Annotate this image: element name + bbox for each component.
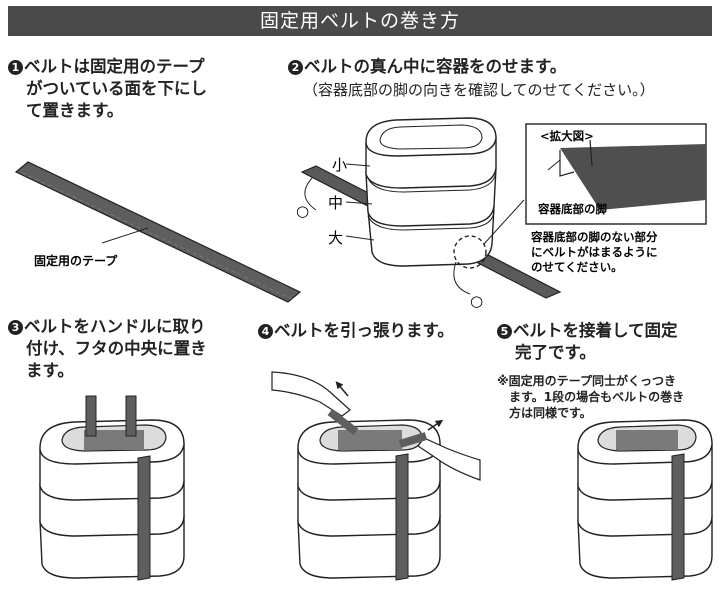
step-4-line-1: ベルトを引っ張ります。 <box>274 321 454 340</box>
leg-note-line-3: のせてください。 <box>531 260 623 274</box>
tape-label: 固定用のテープ <box>34 253 118 268</box>
step-3-container-illustration <box>39 395 185 581</box>
step-1-number: 1 <box>8 60 23 75</box>
step-2-container-illustration <box>300 117 707 299</box>
page-title: 固定用ベルトの巻き方 <box>8 6 712 36</box>
circle-mark-left: ○ <box>296 202 309 220</box>
size-small-label: 小 <box>332 156 347 174</box>
step-1-belt-illustration <box>14 161 302 303</box>
step-4-container-illustration <box>271 371 481 581</box>
step-5-note: ※固定用のテープ同士がくっつき ます。1段の場合もベルトの巻き 方は同様です。 <box>497 373 719 421</box>
zoom-circle <box>453 235 487 269</box>
step-3-line-2: 付け、フタの中央に置き <box>26 339 207 358</box>
zoom-label: <拡大図> <box>540 129 594 143</box>
step-1-line-1: ベルトは固定用のテープ <box>24 57 205 76</box>
step-2-line-1: ベルトの真ん中に容器をのせます。 <box>304 57 567 76</box>
step-1-line-2: がついている面を下にし <box>26 79 208 98</box>
step-2-number: 2 <box>288 60 303 75</box>
step-3-line-3: ます。 <box>26 361 74 380</box>
leg-note-line-2: にベルトがはまるように <box>531 245 658 259</box>
step-5-note-line-3: 方は同様です。 <box>509 406 592 420</box>
step-2-subnote: （容器底部の脚の向きを確認してのせてください。） <box>303 81 655 99</box>
left-hand <box>271 371 351 417</box>
step-5-line-2: 完了です。 <box>515 343 596 362</box>
step-5-line-1: ベルトを接着して固定 <box>513 321 678 340</box>
circle-mark-bottom: ○ <box>470 292 483 310</box>
step-5-number: 5 <box>497 324 512 339</box>
step-5-container-illustration <box>577 419 713 581</box>
size-large-label: 大 <box>328 229 343 247</box>
step-3-number: 3 <box>8 320 23 335</box>
belt-flat <box>14 161 302 303</box>
step-5-note-line-1: ※固定用のテープ同士がくっつき <box>497 374 676 388</box>
step-5-note-line-2: ます。1段の場合もベルトの巻き <box>509 390 685 404</box>
container-leg-label: 容器底部の脚 <box>537 202 607 216</box>
step-3-line-1: ベルトをハンドルに取り <box>24 317 206 336</box>
size-medium-label: 中 <box>328 194 343 212</box>
step-4-number: 4 <box>258 324 273 339</box>
step-1-line-3: て置きます。 <box>26 101 124 120</box>
leg-note-line-1: 容器底部の脚のない部分 <box>530 230 658 244</box>
